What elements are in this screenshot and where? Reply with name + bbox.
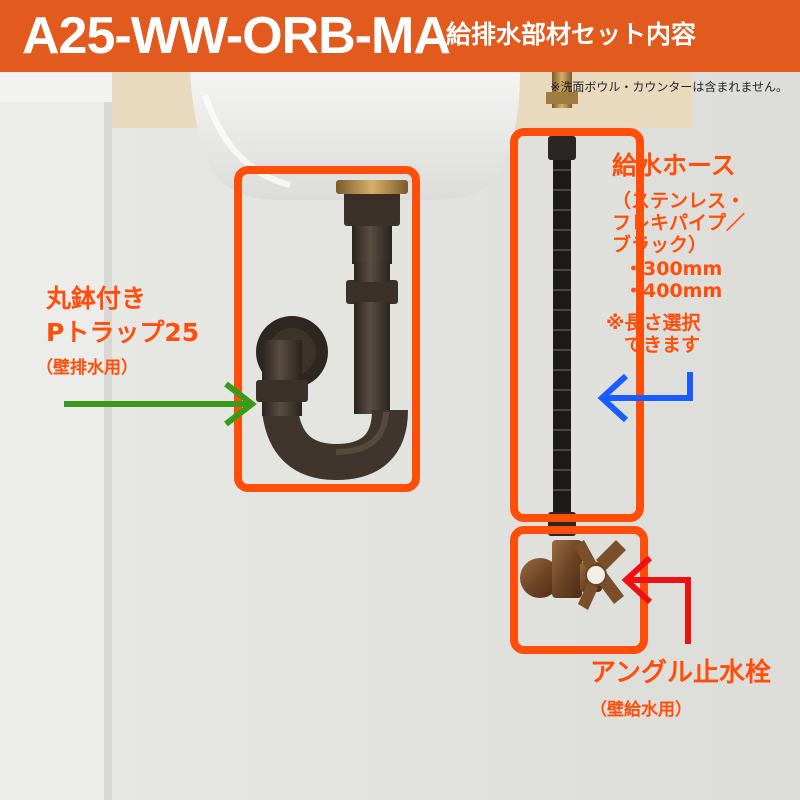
wood-panel-left — [0, 72, 112, 800]
hose-select-note: ※長さ選択 できます — [606, 312, 700, 356]
hose-spec-line1: （ステンレス・ — [612, 190, 746, 212]
p-trap-title-line1: 丸鉢付き — [46, 284, 147, 313]
p-trap-highlight-box — [234, 166, 420, 492]
hose-arrow — [597, 372, 693, 423]
hose-length-400: ・400mm — [624, 280, 723, 302]
disclaimer-note: ※洗面ボウル・カウンターは含まれません。 — [550, 80, 788, 94]
hose-highlight-box — [510, 128, 644, 522]
p-trap-title-line2: Pトラップ25 — [46, 318, 200, 347]
hose-lengths: ・300mm ・400mm — [624, 258, 722, 302]
hose-length-300: ・300mm — [624, 258, 723, 280]
valve-title: アングル止水栓 — [590, 658, 771, 688]
valve-handle — [574, 540, 626, 610]
valve-note: （壁給水用） — [590, 700, 692, 720]
header-banner: A25-WW-ORB-MA 給排水部材セット内容 — [0, 0, 800, 72]
p-trap-note: （壁排水用） — [36, 358, 138, 378]
hose-select-line2: できます — [624, 334, 701, 356]
hose-title: 給水ホース — [612, 151, 736, 180]
product-photo — [0, 72, 800, 800]
valve-highlight-box — [510, 526, 648, 654]
product-code: A25-WW-ORB-MA — [22, 7, 451, 65]
header-subtitle: 給排水部材セット内容 — [446, 20, 697, 49]
p-trap-arrow — [64, 381, 257, 427]
p-trap-title: 丸鉢付き Pトラップ25 — [46, 282, 199, 350]
hose-spec-line2: フレキパイプ／ — [612, 212, 746, 234]
valve-arrow — [621, 555, 691, 644]
hose-spec: （ステンレス・ フレキパイプ／ ブラック） — [612, 190, 745, 256]
hose-select-line1: ※長さ選択 — [606, 312, 701, 334]
hose-spec-line3: ブラック） — [612, 234, 708, 256]
